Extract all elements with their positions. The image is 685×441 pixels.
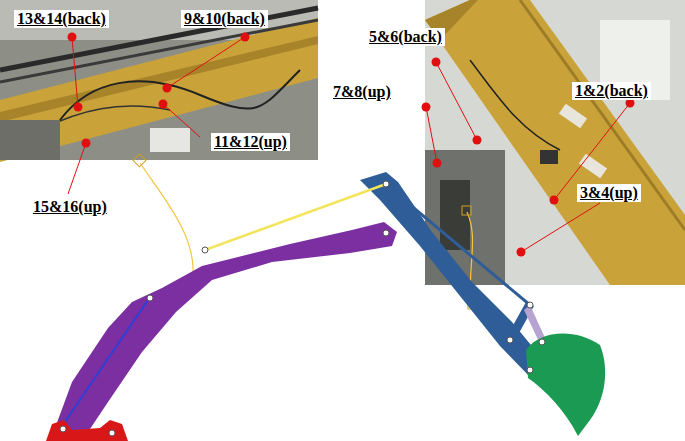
callout-label: 5&6(back) xyxy=(366,28,445,46)
callout-label: 9&10(back) xyxy=(181,10,268,28)
callout-label: 1&2(back) xyxy=(572,82,651,100)
callout-label: 15&16(up) xyxy=(30,198,110,216)
callout-label: 13&14(back) xyxy=(14,10,109,28)
callout-label: 7&8(up) xyxy=(330,83,394,101)
callout-label: 3&4(up) xyxy=(577,184,641,202)
callout-label: 11&12(up) xyxy=(211,133,290,151)
